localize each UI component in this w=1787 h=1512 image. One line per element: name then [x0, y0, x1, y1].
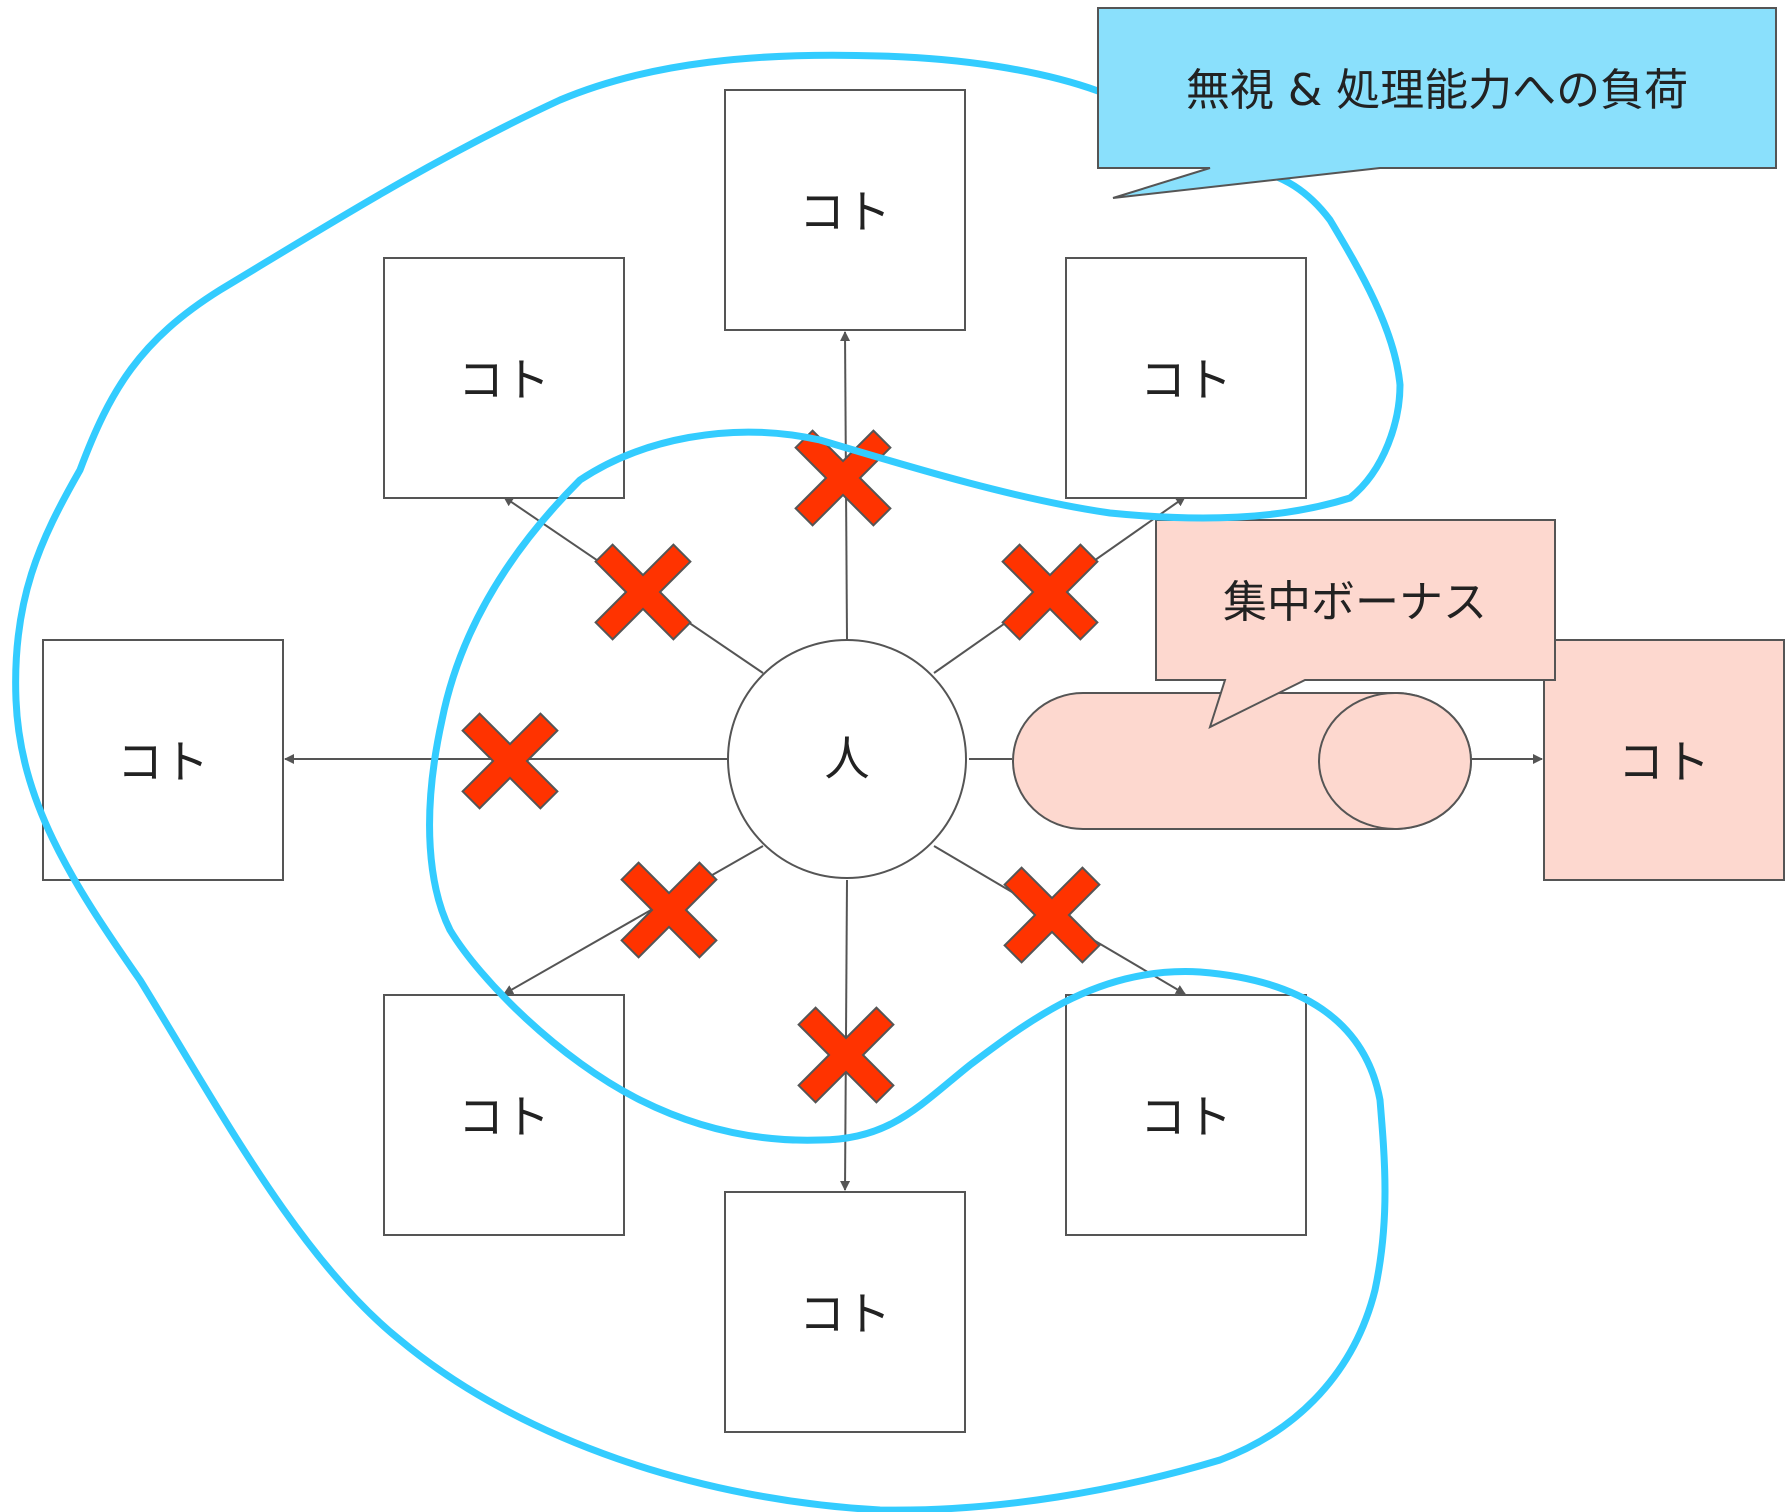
- node-bottom-right-label: コト: [1140, 1090, 1232, 1144]
- node-top-left: コト: [383, 257, 625, 499]
- cross-icon-top: [794, 429, 892, 527]
- node-bottom-left: コト: [383, 994, 625, 1236]
- node-focus: コト: [1543, 639, 1785, 881]
- cross-icon-top-right: [1001, 543, 1099, 641]
- cross-icon-bottom-right: [1003, 866, 1101, 964]
- callout-ignore-text: 無視 & 処理能力への負荷: [1186, 65, 1688, 116]
- cross-icon-bottom-left: [620, 861, 718, 959]
- node-top-label: コト: [799, 185, 891, 239]
- cross-marks: [461, 429, 1101, 1104]
- node-focus-label: コト: [1618, 735, 1710, 789]
- node-bottom-label: コト: [799, 1287, 891, 1341]
- node-top-left-label: コト: [458, 353, 550, 407]
- node-bottom-left-label: コト: [458, 1090, 550, 1144]
- callout-focus: 集中ボーナス: [1155, 519, 1556, 729]
- callout-focus-text: 集中ボーナス: [1223, 577, 1487, 628]
- focus-pipe: [1012, 692, 1472, 830]
- cross-icon-top-left: [594, 543, 692, 641]
- node-top-right-label: コト: [1140, 353, 1232, 407]
- arrow-bottom-left: [503, 845, 764, 995]
- cross-icon-left: [461, 712, 559, 810]
- node-top-right: コト: [1065, 257, 1307, 499]
- ignore-zone-outline: [12, 51, 1404, 1512]
- arrow-bottom: [840, 879, 851, 1191]
- cross-icon-bottom: [797, 1006, 895, 1104]
- callout-ignore: 無視 & 処理能力への負荷: [1097, 7, 1777, 199]
- center-person: 人: [727, 639, 967, 879]
- center-person-label: 人: [824, 732, 870, 786]
- node-left: コト: [42, 639, 284, 881]
- node-bottom-right: コト: [1065, 994, 1307, 1236]
- node-top: コト: [724, 89, 966, 331]
- node-left-label: コト: [117, 735, 209, 789]
- node-bottom: コト: [724, 1191, 966, 1433]
